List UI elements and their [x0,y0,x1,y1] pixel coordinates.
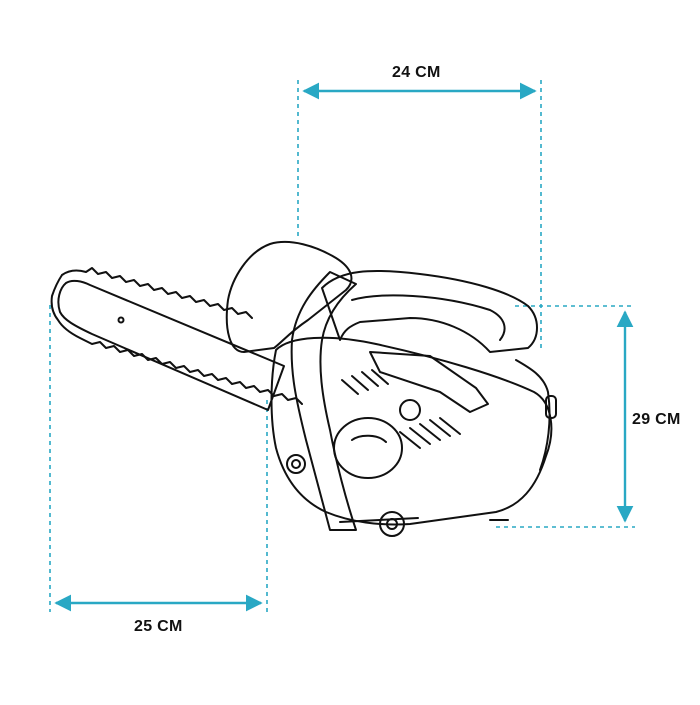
rear-button [545,395,557,419]
dimension-label-width: 24 CM [392,64,441,81]
starter-cover [333,417,403,479]
bar-rivet-hole [117,316,125,324]
front-handle-bar [290,271,357,531]
bottom-foot [339,517,419,523]
saw-chain [50,267,303,405]
front-hand-guard [225,240,353,353]
top-handle-inner [351,294,506,341]
throttle-lever [369,351,489,413]
guide-bar [57,279,285,411]
starter-slot [351,434,387,443]
tensioner-knob [286,454,306,474]
dimension-guides [49,80,635,612]
primer-knob [399,399,421,421]
dimension-label-length: 25 CM [134,618,183,635]
bottom-foot-wheel [379,511,405,537]
dimension-label-height: 29 CM [632,411,681,428]
tensioner-knob-center [291,459,301,469]
side-panel [515,359,551,471]
chainsaw-illustration [50,240,557,537]
cooling-vents [341,369,461,449]
top-handle [321,270,538,353]
engine-housing [270,336,553,526]
